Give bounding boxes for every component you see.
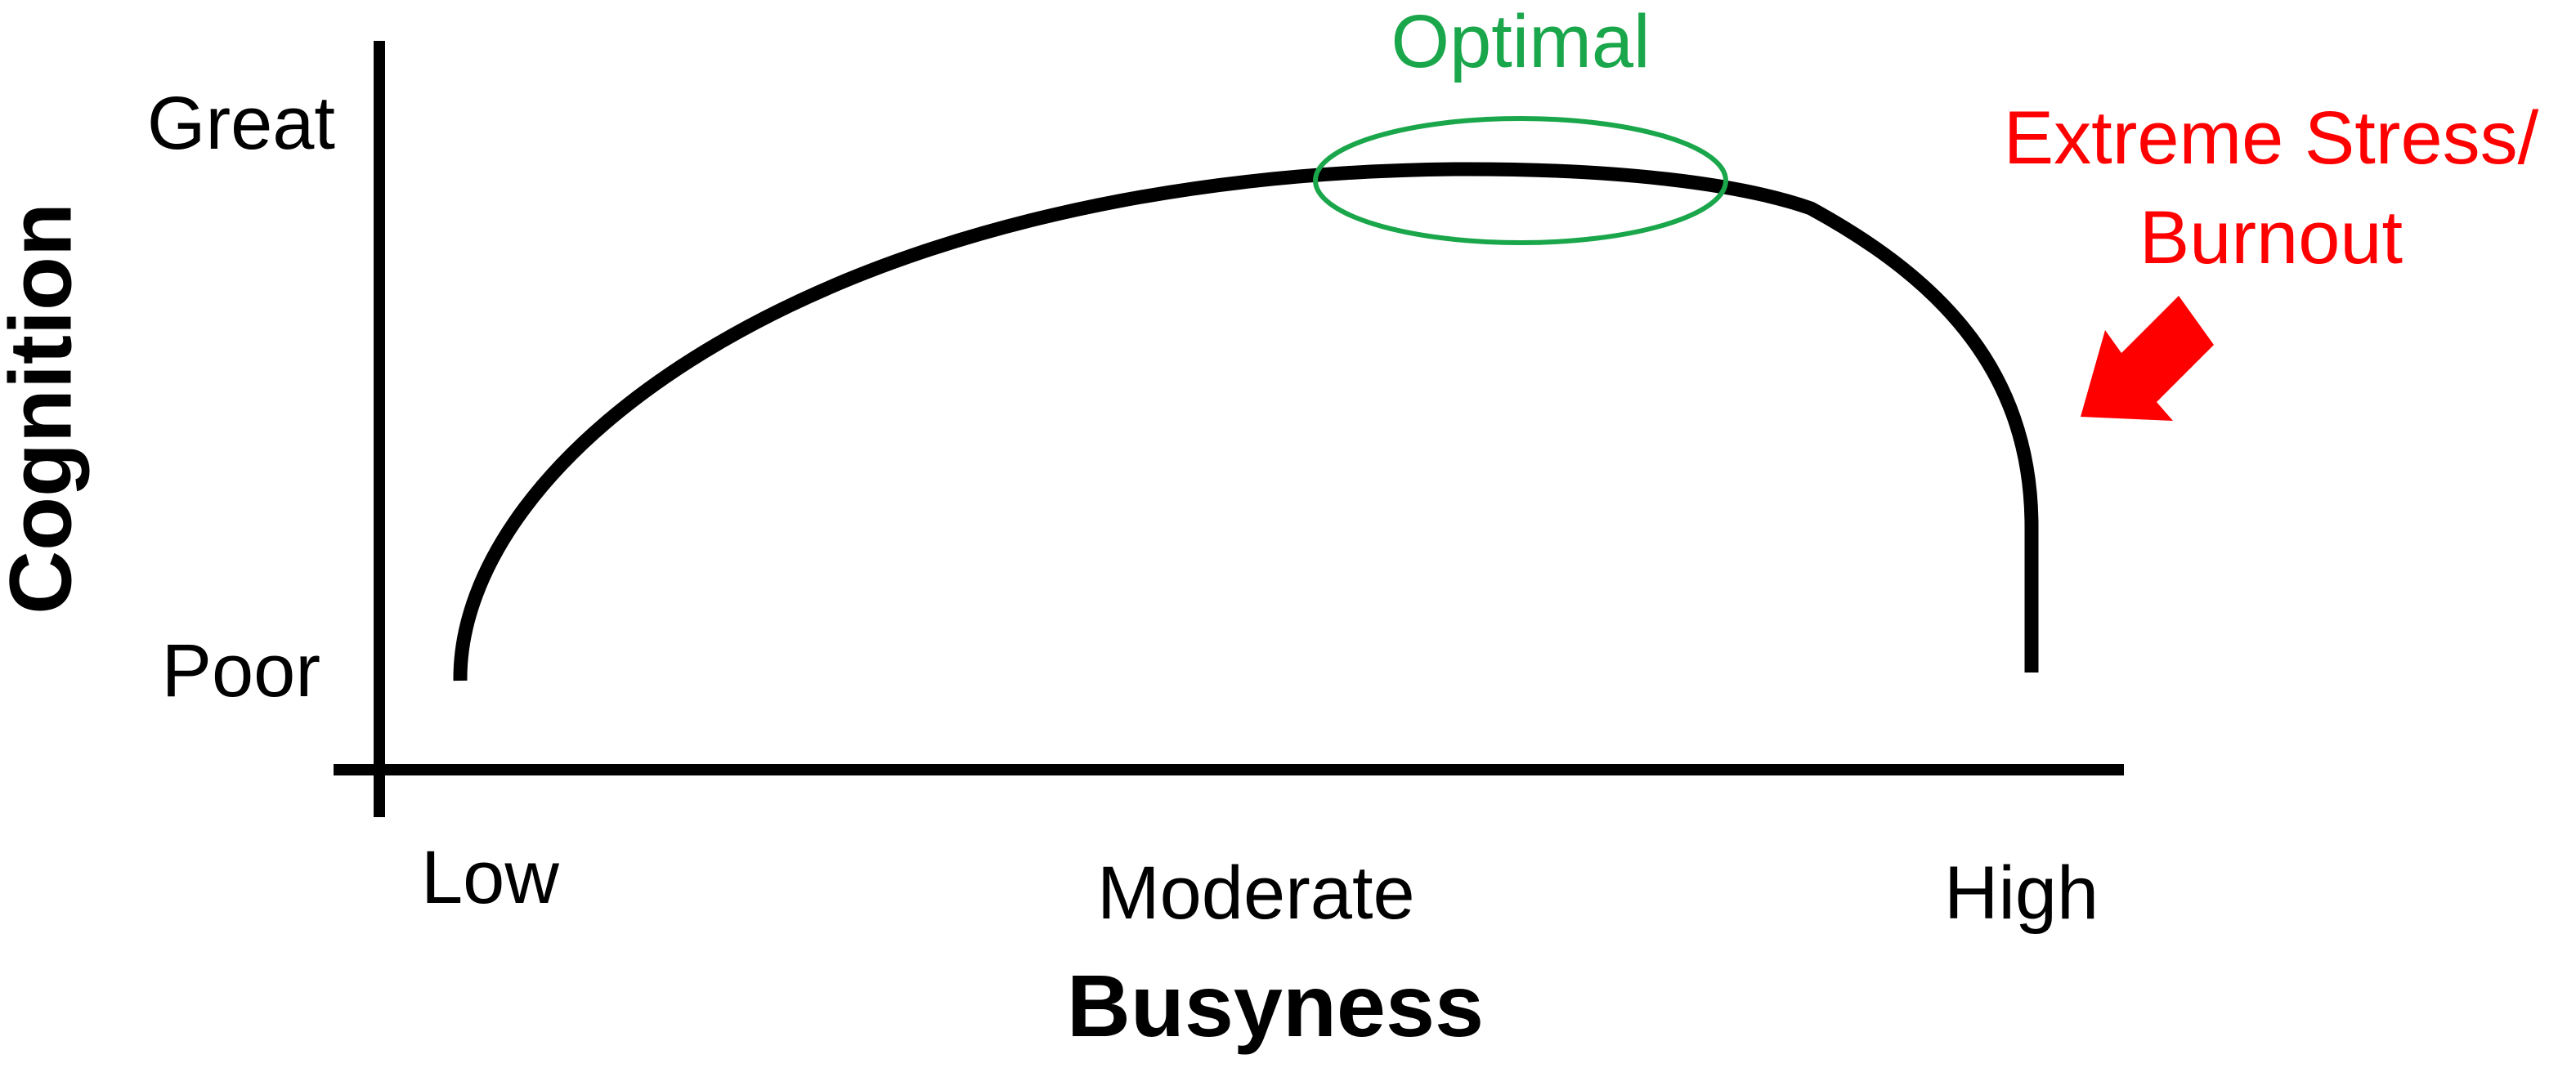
y-tick-poor: Poor [162,629,320,713]
stress-arrow-icon [2081,296,2214,421]
x-tick-low: Low [421,836,559,919]
y-axis-title: Cognition [0,203,90,614]
x-axis-title: Busyness [1067,956,1484,1055]
x-tick-moderate: Moderate [1097,851,1415,935]
stress-label-line1: Extreme Stress/ [2004,96,2539,180]
optimal-label: Optimal [1391,0,1651,83]
x-tick-high: High [1944,851,2099,935]
y-tick-great: Great [147,82,335,165]
cognition-curve [453,162,2039,681]
optimal-zone-ellipse [1313,116,1728,245]
stress-label-line2: Burnout [2139,196,2403,279]
